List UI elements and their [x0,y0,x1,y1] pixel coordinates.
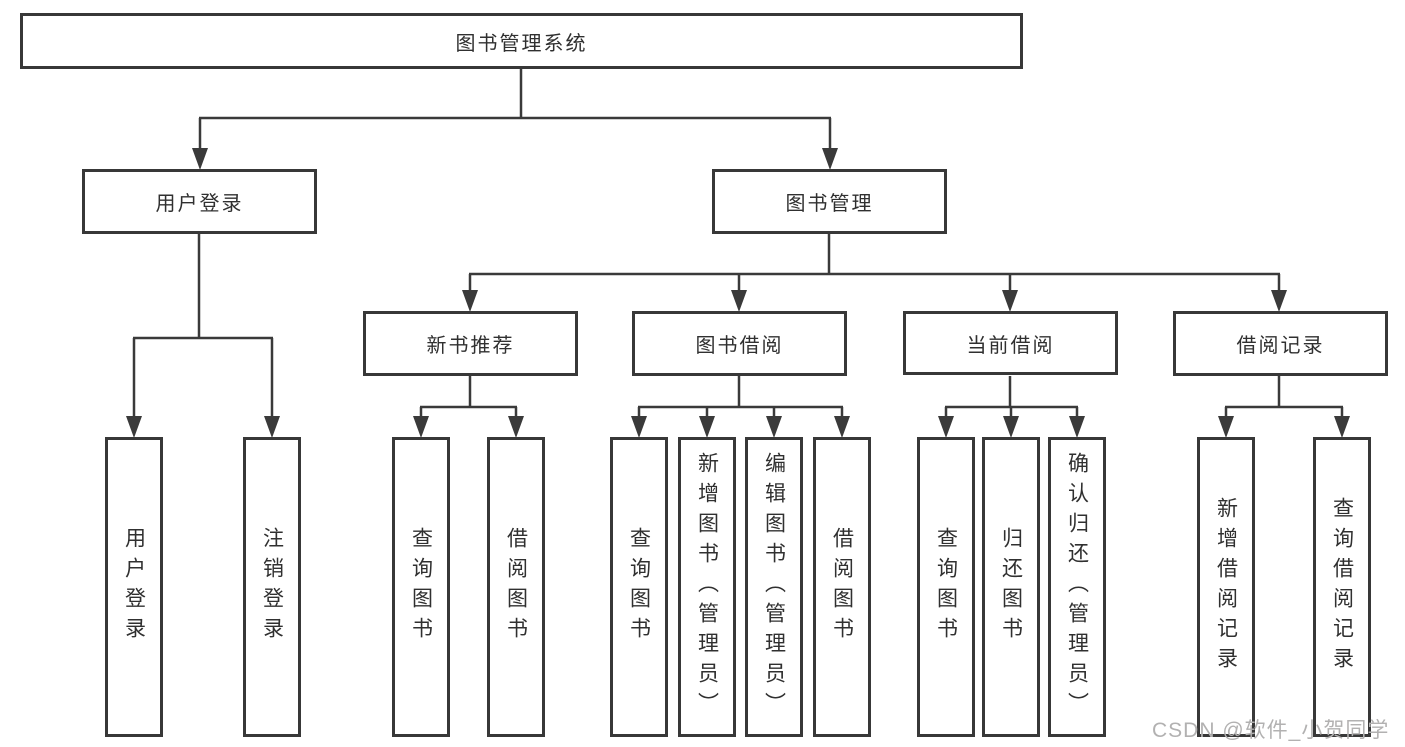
node-book-borrowing-label: 图书借阅 [695,335,784,357]
leaf-query-books-borrowing-label: 查询图书 [627,527,651,647]
leaf-query-books-recommend-label: 查询图书 [409,527,433,647]
leaf-borrow-books-recommend-label: 借阅图书 [504,527,528,647]
node-user-login-label: 用户登录 [155,193,244,215]
node-book-management-system: 图书管理系统 [20,13,1023,69]
leaf-query-borrow-record-label: 查询借阅记录 [1330,497,1354,677]
leaf-borrow-books-borrowing-label: 借阅图书 [830,527,854,647]
node-user-login: 用户登录 [82,169,317,234]
leaf-query-borrow-record: 查询借阅记录 [1313,437,1371,737]
leaf-logout: 注销登录 [243,437,301,737]
leaf-confirm-return-admin-label: 确认归还（管理员） [1065,452,1089,722]
node-current-borrowing-label: 当前借阅 [966,334,1055,357]
arrowheads [126,148,1350,438]
node-new-book-recommendation-label: 新书推荐 [426,335,515,357]
node-book-management: 图书管理 [712,169,947,234]
leaf-user-login-label: 用户登录 [122,527,146,647]
leaf-query-books-current: 查询图书 [917,437,975,737]
leaf-confirm-return-admin: 确认归还（管理员） [1048,437,1106,737]
node-book-management-system-label: 图书管理系统 [455,32,588,55]
leaf-add-books-admin-label: 新增图书（管理员） [695,452,719,722]
node-new-book-recommendation: 新书推荐 [363,311,578,376]
leaf-user-login: 用户登录 [105,437,163,737]
leaf-query-books-recommend: 查询图书 [392,437,450,737]
leaf-return-books: 归还图书 [982,437,1040,737]
leaf-edit-books-admin: 编辑图书（管理员） [745,437,803,737]
leaf-query-books-current-label: 查询图书 [934,527,958,647]
leaf-add-borrow-record: 新增借阅记录 [1197,437,1255,737]
leaf-add-books-admin: 新增图书（管理员） [678,437,736,737]
leaf-return-books-label: 归还图书 [999,527,1023,647]
node-borrowing-records-label: 借阅记录 [1236,335,1325,357]
leaf-borrow-books-recommend: 借阅图书 [487,437,545,737]
leaf-logout-label: 注销登录 [260,527,284,647]
csdn-watermark: CSDN @软件_小贺同学 [1152,719,1390,742]
leaf-borrow-books-borrowing: 借阅图书 [813,437,871,737]
node-book-management-label: 图书管理 [785,193,874,215]
node-borrowing-records: 借阅记录 [1173,311,1388,376]
leaf-add-borrow-record-label: 新增借阅记录 [1214,497,1238,677]
node-book-borrowing: 图书借阅 [632,311,847,376]
node-current-borrowing: 当前借阅 [903,311,1118,375]
leaf-query-books-borrowing: 查询图书 [610,437,668,737]
leaf-edit-books-admin-label: 编辑图书（管理员） [762,452,786,722]
